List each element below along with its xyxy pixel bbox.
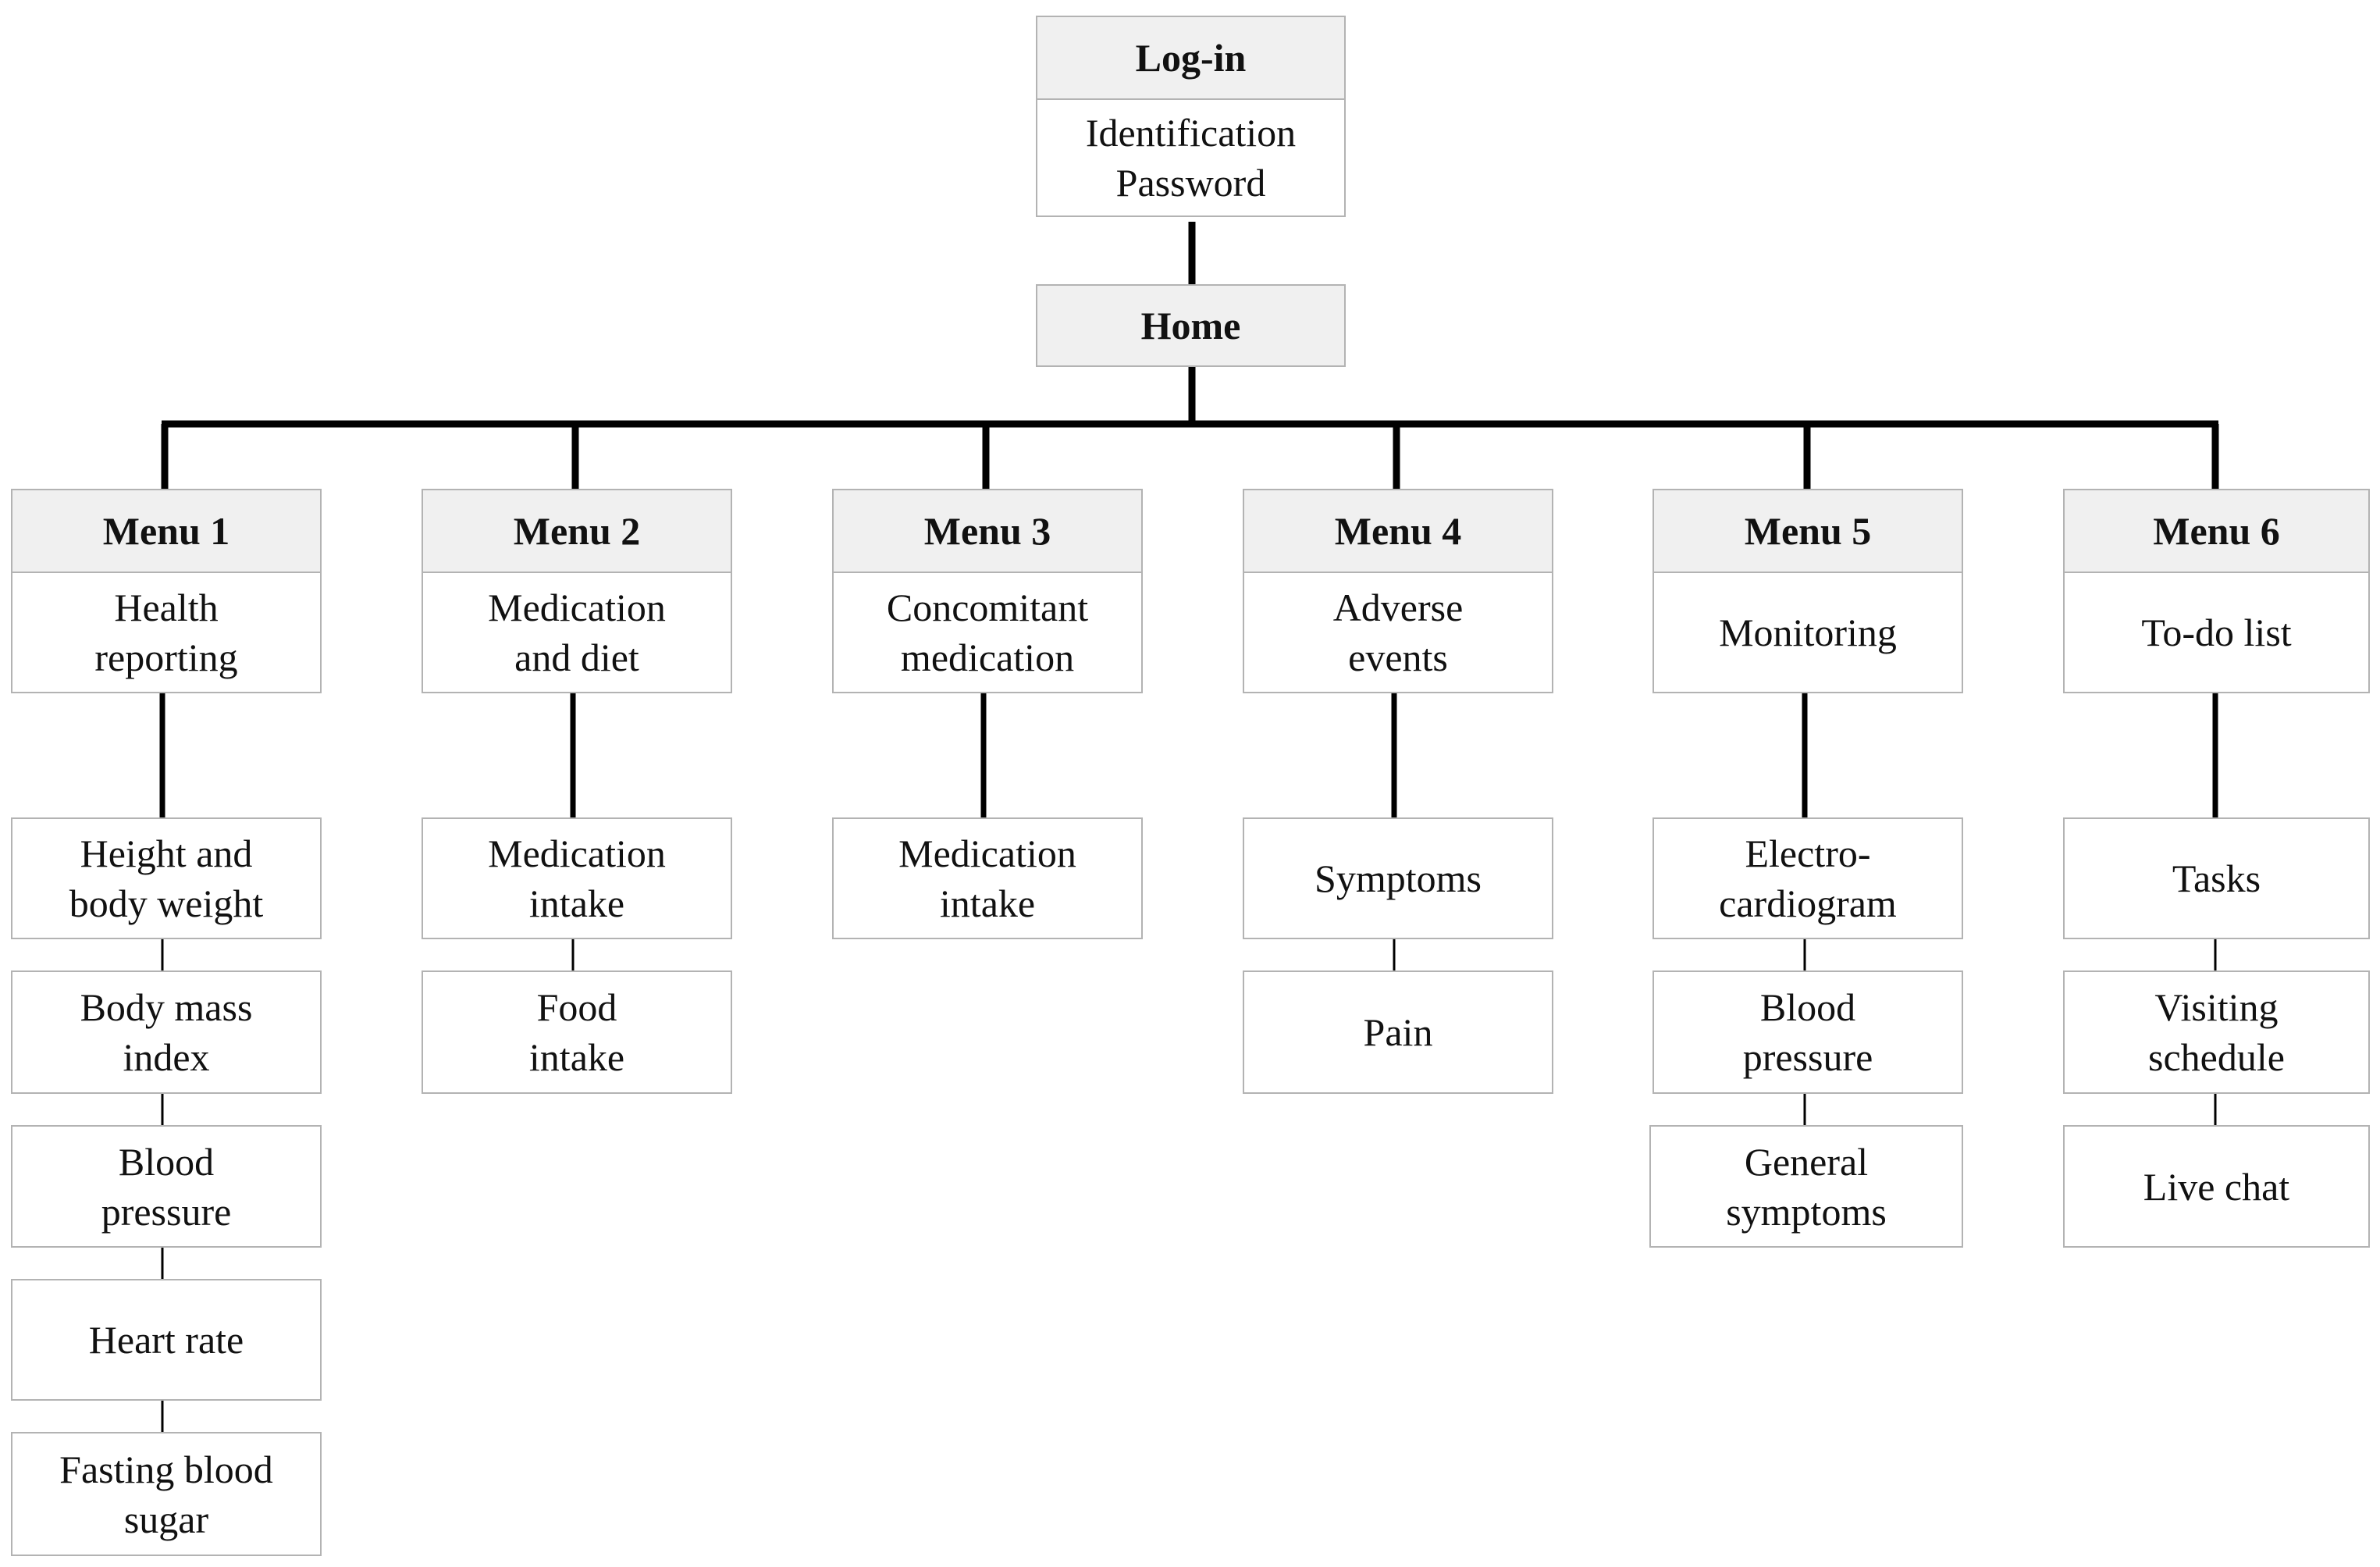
menu-2-box: Menu 2 Medication and diet (422, 489, 732, 693)
menu-1-item-1-label: Height and body weight (69, 832, 264, 925)
menu-3-title: Menu 3 (834, 490, 1141, 573)
menu-5-item-1-label: Electro- cardiogram (1719, 832, 1897, 925)
home-title: Home (1037, 286, 1344, 365)
menu-3-item-1: Medication intake (832, 817, 1143, 939)
menu-5-item-3: General symptoms (1649, 1125, 1963, 1248)
menu-1-item-1: Height and body weight (11, 817, 322, 939)
menu-4-item-2-label: Pain (1363, 1010, 1433, 1054)
menu-1-box: Menu 1 Health reporting (11, 489, 322, 693)
menu-2-label: Medication and diet (488, 586, 666, 679)
menu-3-label: Concomitant medication (886, 586, 1089, 679)
menu-2-title: Menu 2 (423, 490, 731, 573)
menu-4-item-1-label: Symptoms (1315, 857, 1482, 900)
menu-3-box: Menu 3 Concomitant medication (832, 489, 1143, 693)
menu-5-label: Monitoring (1719, 611, 1897, 654)
menu-1-item-2: Body mass index (11, 970, 322, 1094)
login-box: Log-in Identification Password (1036, 16, 1346, 217)
menu-1-title: Menu 1 (12, 490, 320, 573)
menu-1-item-4-label: Heart rate (88, 1318, 244, 1362)
menu-6-item-3-label: Live chat (2143, 1164, 2290, 1209)
menu-6-item-2: Visiting schedule (2063, 970, 2370, 1094)
menu-5-item-2-label: Blood pressure (1742, 985, 1873, 1079)
menu-1-item-5: Fasting blood sugar (11, 1432, 322, 1556)
menu-1-item-2-label: Body mass index (80, 985, 253, 1079)
menu-6-item-1-label: Tasks (2172, 857, 2261, 900)
menu-2-item-2-label: Food intake (528, 985, 625, 1079)
menu-6-item-2-label: Visiting schedule (2148, 985, 2285, 1079)
menu-5-item-1: Electro- cardiogram (1652, 817, 1963, 939)
login-fields: Identification Password (1085, 111, 1297, 205)
menu-4-label: Adverse events (1332, 586, 1464, 679)
menu-4-item-1: Symptoms (1243, 817, 1553, 939)
menu-6-item-1: Tasks (2063, 817, 2370, 939)
menu-5-item-3-label: General symptoms (1726, 1139, 1887, 1234)
menu-1-item-5-label: Fasting blood sugar (59, 1447, 273, 1541)
menu-1-item-3-label: Blood pressure (101, 1139, 232, 1234)
menu-6-item-3: Live chat (2063, 1125, 2370, 1248)
menu-4-box: Menu 4 Adverse events (1243, 489, 1553, 693)
menu-1-item-3: Blood pressure (11, 1125, 322, 1248)
home-box: Home (1036, 284, 1346, 367)
menu-2-item-1: Medication intake (422, 817, 732, 939)
menu-5-title: Menu 5 (1654, 490, 1962, 573)
menu-6-label: To-do list (2141, 611, 2292, 654)
menu-4-item-2: Pain (1243, 970, 1553, 1094)
menu-5-item-2: Blood pressure (1652, 970, 1963, 1094)
menu-6-box: Menu 6 To-do list (2063, 489, 2370, 693)
menu-2-item-2: Food intake (422, 970, 732, 1094)
menu-4-title: Menu 4 (1244, 490, 1552, 573)
menu-6-title: Menu 6 (2065, 490, 2368, 573)
menu-1-label: Health reporting (94, 586, 238, 679)
menu-1-item-4: Heart rate (11, 1279, 322, 1401)
login-title: Log-in (1037, 17, 1344, 100)
menu-5-box: Menu 5 Monitoring (1652, 489, 1963, 693)
menu-3-item-1-label: Medication intake (898, 832, 1076, 925)
menu-2-item-1-label: Medication intake (488, 832, 666, 925)
